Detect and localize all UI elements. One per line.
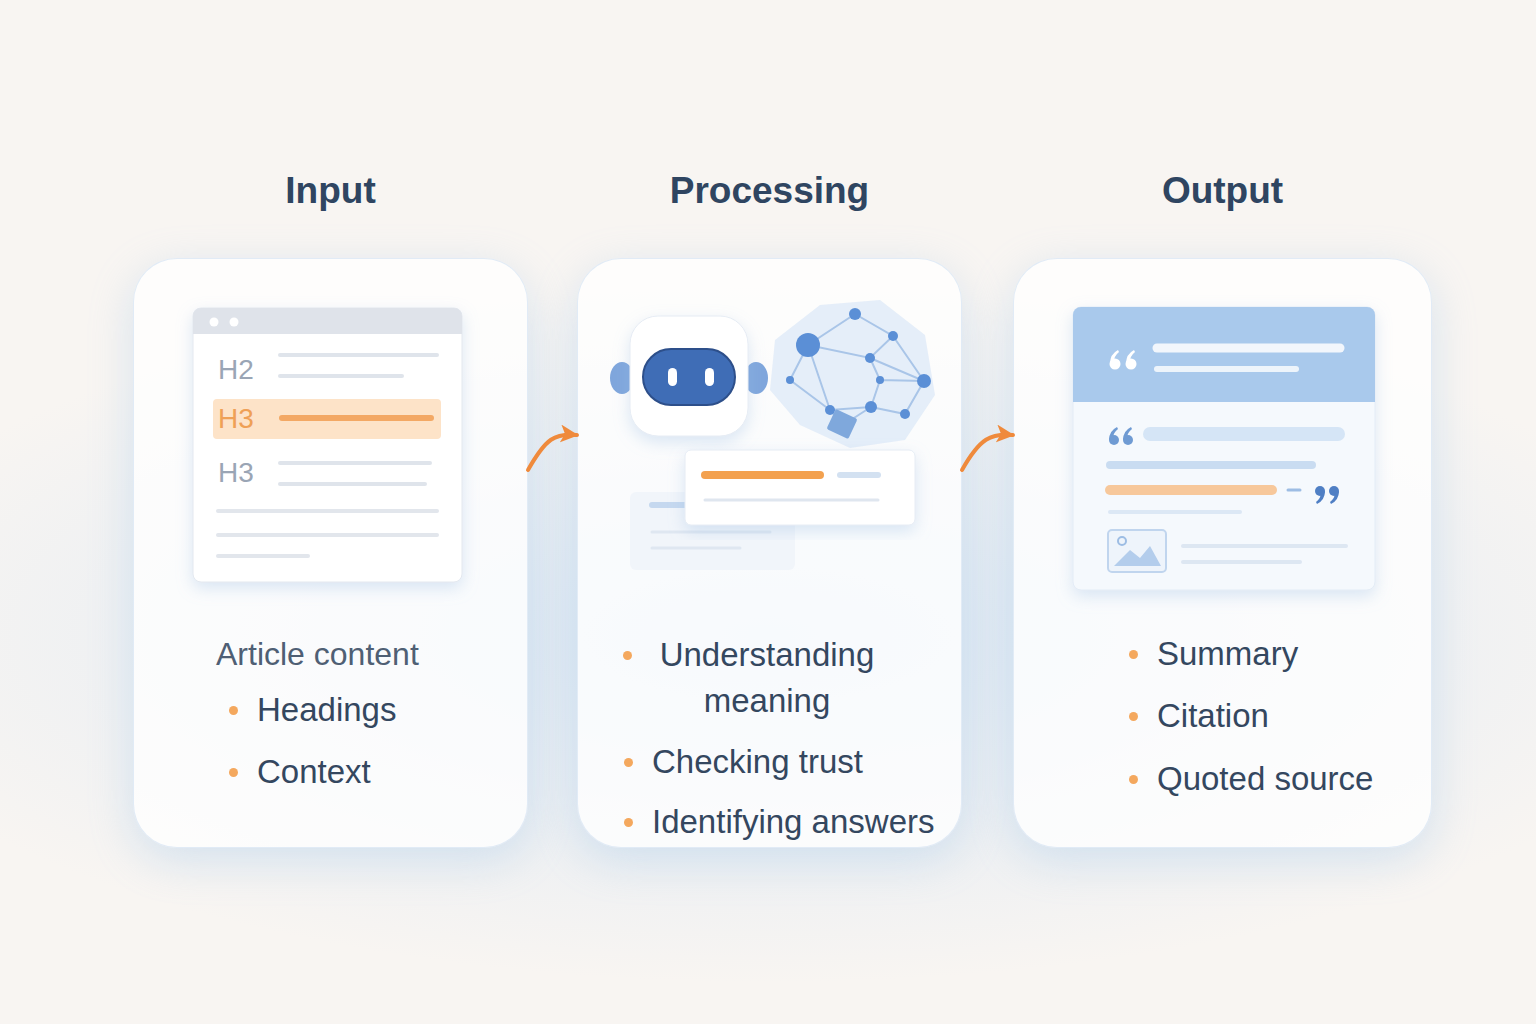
- robot-face: [643, 349, 735, 405]
- highlight-line: [1110, 485, 1272, 495]
- text-line: [1110, 510, 1240, 514]
- column-heading: Input: [134, 169, 527, 213]
- network-cloud: [770, 300, 935, 448]
- bullet-text: Citation: [1157, 693, 1269, 739]
- process-card: InputArticle contentHeadingsContext: [133, 258, 528, 848]
- text-line: [1157, 344, 1340, 353]
- column-heading: Processing: [578, 169, 961, 213]
- text-line: [1157, 366, 1296, 372]
- window-frame: [193, 308, 462, 582]
- document-header: [1073, 390, 1375, 402]
- text-line: [280, 374, 402, 378]
- robot-ear: [610, 362, 634, 394]
- robot-ear: [744, 362, 768, 394]
- document-header: [1073, 307, 1375, 402]
- bullet-dot: [1129, 650, 1138, 659]
- text-line: [280, 482, 425, 486]
- text-line: [705, 499, 878, 502]
- bullet-dot: [1129, 775, 1138, 784]
- quote-document: [1073, 307, 1375, 590]
- image-icon: [1108, 530, 1166, 572]
- bullet-text: Checking trust: [652, 739, 863, 785]
- article-window: [193, 308, 462, 582]
- flow-arrow: [962, 435, 1013, 470]
- text-line: [1183, 560, 1300, 564]
- bullet-dot: [1129, 712, 1138, 721]
- text-line: [840, 472, 878, 478]
- bullet-text: Summary: [1157, 631, 1298, 677]
- bullet-dot: [229, 768, 238, 777]
- bullet-text: Understanding meaning: [642, 632, 892, 724]
- text-line: [652, 531, 770, 534]
- document-frame: [1073, 307, 1375, 590]
- highlight-line: [282, 415, 431, 421]
- text-line: [280, 461, 430, 465]
- highlight-band: [213, 399, 441, 439]
- network-block: [826, 409, 857, 439]
- bullet-dot: [624, 818, 633, 827]
- quote-mark: [1110, 350, 1137, 370]
- text-line: [652, 547, 740, 550]
- robot-eye: [705, 368, 714, 386]
- bullet-dot: [229, 706, 238, 715]
- robot-head: [630, 316, 748, 436]
- quote-mark: [1315, 486, 1339, 504]
- text-line: [218, 554, 308, 558]
- text-line: [1150, 427, 1338, 441]
- bullet-dot: [624, 758, 633, 767]
- ai-illustration: [610, 300, 935, 570]
- process-card: OutputSummaryCitationQuoted source: [1013, 258, 1432, 848]
- window-bar: [193, 322, 462, 334]
- image-sun: [1118, 537, 1126, 545]
- front-card: [685, 450, 915, 525]
- back-card: [630, 492, 795, 570]
- text-line: [652, 502, 690, 508]
- text-line: [1183, 544, 1346, 548]
- window-dot: [210, 318, 219, 327]
- network-links: [790, 314, 924, 425]
- text-line: [280, 353, 437, 357]
- image-mountain: [1114, 546, 1161, 566]
- network-nodes: [786, 308, 931, 419]
- bullet-text: Headings: [257, 687, 396, 733]
- window-bar: [193, 308, 462, 334]
- text-line: [1110, 461, 1312, 469]
- text-line: [218, 533, 437, 537]
- flow-arrow: [528, 435, 577, 470]
- window-dot: [230, 318, 239, 327]
- bullet-dot: [623, 651, 632, 660]
- bullet-text: Identifying answers: [652, 799, 934, 845]
- quote-mark: [1109, 427, 1133, 445]
- bullet-text: Quoted source: [1157, 756, 1373, 802]
- column-heading: Output: [1014, 169, 1431, 213]
- card-text: Article content: [216, 631, 419, 677]
- robot-eye: [668, 368, 677, 386]
- process-card: ProcessingUnderstanding meaningChecking …: [577, 258, 962, 848]
- bullet-text: Context: [257, 749, 371, 795]
- highlight-line: [705, 471, 820, 479]
- text-line: [1288, 489, 1300, 492]
- text-line: [218, 509, 437, 513]
